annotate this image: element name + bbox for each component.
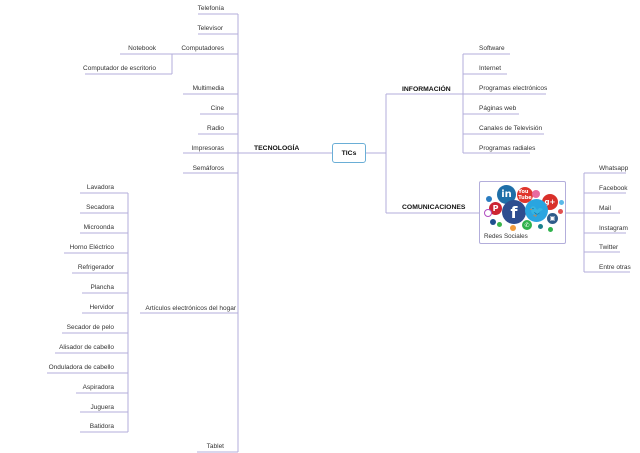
node-notebook[interactable]: Notebook: [128, 45, 156, 52]
node-twitter[interactable]: Twitter: [599, 244, 619, 251]
branch-comunicaciones[interactable]: COMUNICACIONES: [402, 204, 466, 211]
node-paginas-web[interactable]: Páginas web: [479, 105, 517, 112]
branch-tecnologia[interactable]: TECNOLOGÍA: [254, 145, 300, 152]
node-instagram[interactable]: Instagram: [599, 225, 628, 232]
navy-dot-icon: [490, 219, 496, 225]
node-software[interactable]: Software: [479, 45, 505, 52]
center-node-label: TICs: [341, 149, 357, 157]
node-lavadora[interactable]: Lavadora: [86, 184, 114, 191]
purple-dot-icon: [484, 209, 492, 217]
pinterest-icon: P: [489, 202, 502, 215]
lightblue-dot-icon: [559, 200, 564, 205]
pink-dot-icon: [532, 190, 540, 198]
node-programas-radiales[interactable]: Programas radiales: [479, 145, 536, 152]
node-refrigerador[interactable]: Refrigerador: [77, 264, 114, 271]
node-mail[interactable]: Mail: [599, 205, 611, 212]
node-cine[interactable]: Cine: [210, 105, 224, 112]
green-dot-icon: [497, 222, 502, 227]
node-internet[interactable]: Internet: [479, 65, 502, 72]
twitter-icon: 🐦: [525, 199, 548, 222]
node-batidora[interactable]: Batidora: [89, 423, 114, 430]
orange-dot-icon: [510, 225, 516, 231]
node-microonda[interactable]: Microonda: [83, 224, 114, 231]
node-computador-escritorio[interactable]: Computador de escritorio: [83, 65, 156, 72]
node-onduladora-cabello[interactable]: Onduladora de cabello: [48, 364, 114, 371]
blue-dot-icon: [486, 196, 492, 202]
instagram-icon: ▣: [547, 213, 558, 224]
node-computadores[interactable]: Computadores: [181, 45, 224, 52]
node-semaforos[interactable]: Semáforos: [192, 165, 224, 172]
node-secador-pelo[interactable]: Secador de pelo: [66, 324, 114, 331]
whatsapp-icon: ✆: [522, 220, 532, 230]
node-programas-electronicos[interactable]: Programas electrónicos: [479, 85, 548, 92]
node-juguera[interactable]: Juguera: [90, 404, 115, 411]
node-hervidor[interactable]: Hervidor: [89, 304, 114, 311]
node-tablet[interactable]: Tablet: [206, 443, 224, 450]
node-radio[interactable]: Radio: [207, 125, 224, 132]
node-televisor[interactable]: Televisor: [197, 25, 223, 32]
node-multimedia[interactable]: Multimedia: [192, 85, 224, 92]
node-facebook[interactable]: Facebook: [599, 185, 628, 192]
green-dot-2-icon: [548, 227, 553, 232]
teal-dot-icon: [538, 224, 543, 229]
node-canales-television[interactable]: Canales de Televisión: [479, 125, 543, 132]
node-alisador-cabello[interactable]: Alisador de cabello: [59, 344, 114, 351]
node-telefonia[interactable]: Telefonía: [197, 5, 224, 12]
red-dot-icon: [558, 209, 563, 214]
facebook-icon: f: [502, 200, 526, 224]
node-secadora[interactable]: Secadora: [86, 204, 114, 211]
node-whatsapp[interactable]: Whatsapp: [599, 165, 629, 172]
node-articulos-hogar[interactable]: Artículos electrónicos del hogar: [145, 305, 236, 312]
redes-sociales-label: Redes Sociales: [484, 233, 528, 240]
node-entre-otras[interactable]: Entre otras: [599, 264, 631, 271]
node-horno-electrico[interactable]: Horno Eléctrico: [69, 244, 114, 251]
node-aspiradora[interactable]: Aspiradora: [82, 384, 114, 391]
linkedin-icon: in: [497, 185, 516, 204]
center-node-tics[interactable]: TICs: [332, 143, 366, 163]
node-plancha[interactable]: Plancha: [90, 284, 115, 291]
branch-informacion[interactable]: INFORMACIÓN: [402, 86, 451, 93]
node-impresoras[interactable]: Impresoras: [191, 145, 224, 152]
